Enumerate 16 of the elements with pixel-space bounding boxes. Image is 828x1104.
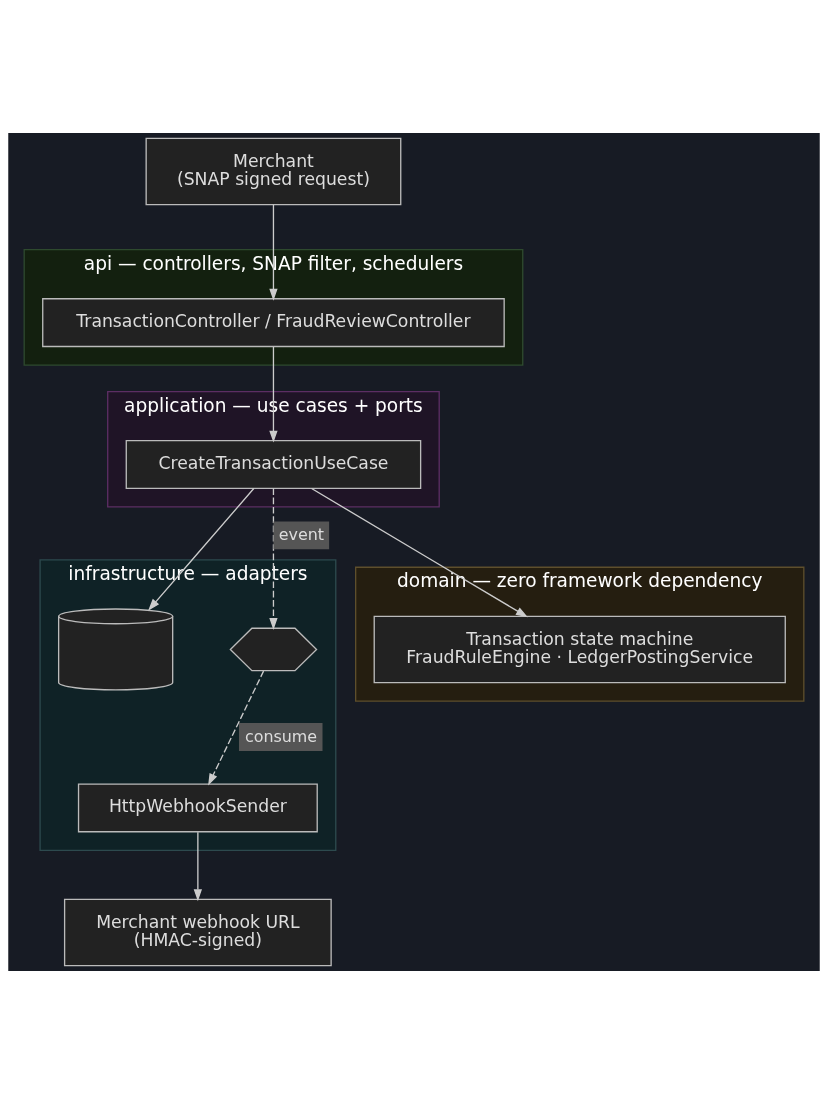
arrow [269, 487, 278, 630]
arrow [193, 831, 203, 902]
arrow [269, 203, 278, 301]
arrow [310, 487, 528, 618]
arrow [148, 487, 255, 611]
node-box: HttpWebhookSender [77, 783, 318, 833]
edge-label: consume [244, 726, 318, 746]
node-box: Transaction state machine FraudRuleEngine · LedgerPostingService [373, 615, 786, 684]
node-box: CreateTransactionUseCase [125, 439, 422, 489]
node-box: Merchant webhook URL (HMAC-signed) [63, 898, 332, 967]
edge-label: event [278, 525, 325, 545]
arrow [208, 670, 265, 786]
arrow [269, 346, 278, 443]
node-box: TransactionController / FraudReviewController [42, 298, 505, 348]
node-box: Merchant (SNAP signed request) [145, 137, 402, 206]
node-hexagon [229, 627, 318, 672]
